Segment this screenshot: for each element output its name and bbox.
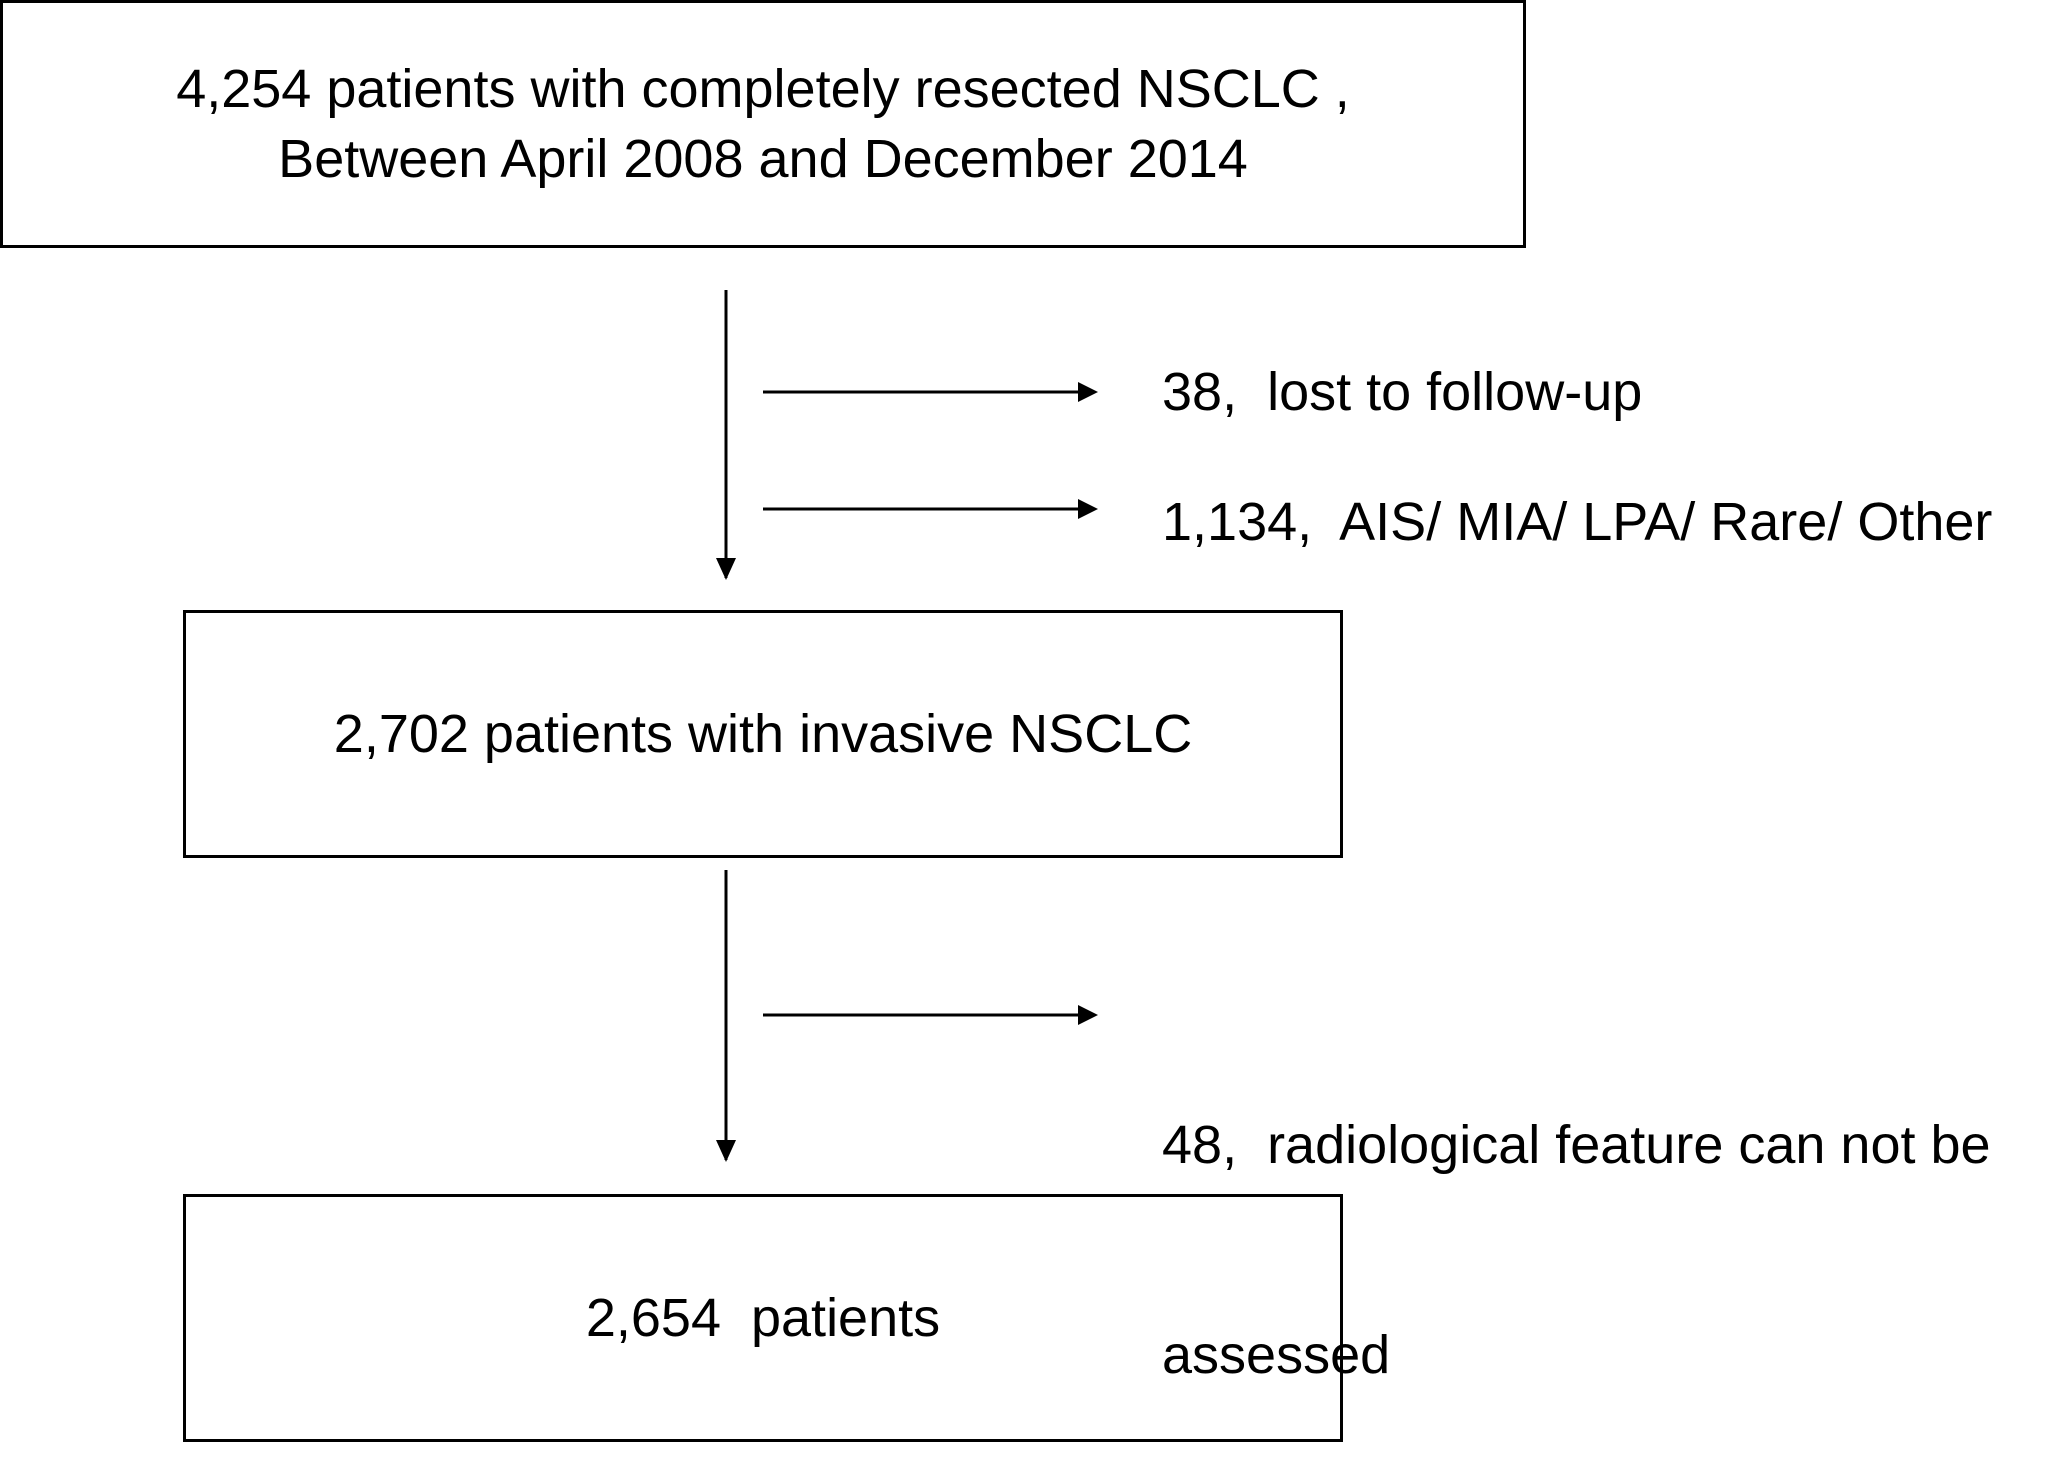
arrowhead-middle-to-bottom (716, 1140, 736, 1162)
box-invasive-nsclc: 2,702 patients with invasive NSCLC (183, 610, 1343, 858)
arrowhead-radiological-feature (1078, 1005, 1098, 1025)
arrowhead-ais-mia-lpa (1078, 499, 1098, 519)
box-total-patients: 4,254 patients with completely resected … (0, 0, 1526, 248)
exclusion-ais-mia-lpa: 1,134, AIS/ MIA/ LPA/ Rare/ Other (1162, 492, 1993, 552)
box-final-patients-text: 2,654 patients (585, 1288, 941, 1348)
box-invasive-nsclc-text: 2,702 patients with invasive NSCLC (333, 704, 1193, 764)
box-total-patients-line1: 4,254 patients with completely resected … (176, 59, 1350, 119)
exclusion-lost-to-follow-up: 38, lost to follow-up (1162, 362, 1643, 422)
exclusion-radiological-line2: assessed (1162, 1325, 1391, 1385)
box-total-patients-line2: Between April 2008 and December 2014 (278, 129, 1248, 189)
arrowhead-top-to-middle (716, 558, 736, 580)
box-final-patients: 2,654 patients (183, 1194, 1343, 1442)
exclusion-radiological-line1: 48, radiological feature can not be (1162, 1115, 1991, 1175)
arrowhead-lost-to-follow-up (1078, 382, 1098, 402)
exclusion-radiological-feature: 48, radiological feature can not be asse… (1162, 970, 1991, 1460)
